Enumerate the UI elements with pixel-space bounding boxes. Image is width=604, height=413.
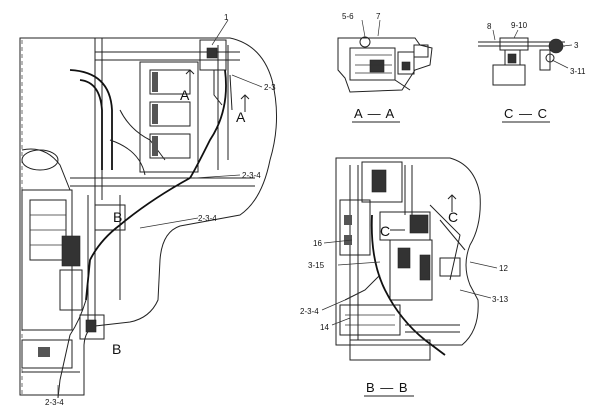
marker-a-1: A: [180, 87, 190, 103]
marker-c-2: C: [380, 223, 390, 239]
label-3-11: 3-11: [570, 67, 586, 76]
section-bb-view: [335, 157, 481, 361]
section-cc-text: 8 9-10 3 3-11 C — C: [487, 21, 586, 123]
marker-b-1: B: [113, 209, 122, 225]
section-aa-text: 5-6 7 A — A: [342, 12, 400, 123]
label-2-3-4-bb: 2-3-4: [300, 307, 319, 316]
label-3-13: 3-13: [492, 295, 509, 304]
label-3: 3: [574, 41, 579, 50]
label-1: 1: [224, 13, 229, 22]
section-bb-text: 16 3-15 12 3-13 2-3-4 14 C C B — B: [300, 209, 509, 397]
main-view: [19, 37, 277, 399]
label-12: 12: [499, 264, 508, 273]
label-5-6: 5-6: [342, 12, 354, 21]
section-cc-view: [478, 29, 573, 86]
label-2-3-4-top: 2-3-4: [242, 171, 261, 180]
label-2-3: 2-3: [264, 83, 276, 92]
section-bb-title: B — B: [366, 380, 409, 395]
label-16: 16: [313, 239, 322, 248]
section-bb-leaders: [321, 239, 498, 326]
label-2-3-4-mid: 2-3-4: [198, 214, 217, 223]
label-7: 7: [376, 12, 381, 21]
main-leaders: [57, 19, 263, 398]
main-text: 1 2-3 2-3-4 2-3-4 2-3-4 A A B B: [45, 13, 276, 407]
section-aa-title: A — A: [354, 106, 395, 121]
label-14: 14: [320, 323, 329, 332]
marker-a-2: A: [236, 109, 246, 125]
label-3-15: 3-15: [308, 261, 325, 270]
section-cc-title: C — C: [504, 106, 548, 121]
marker-c-1: C: [448, 209, 458, 225]
label-9-10: 9-10: [511, 21, 528, 30]
section-aa-view: [337, 19, 433, 93]
label-8: 8: [487, 22, 492, 31]
label-2-3-4-bottom: 2-3-4: [45, 398, 64, 407]
marker-b-2: B: [112, 341, 121, 357]
